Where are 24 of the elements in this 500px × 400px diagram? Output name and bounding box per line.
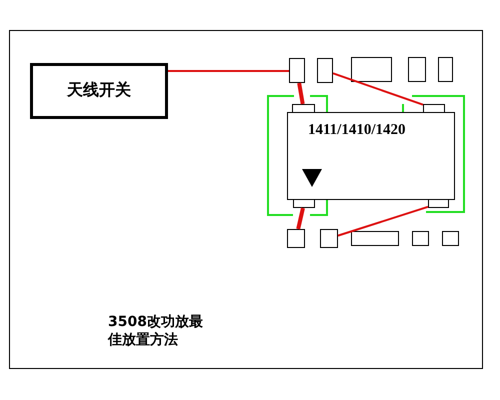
component-box	[442, 231, 459, 246]
component-box	[320, 229, 338, 248]
component-box	[289, 58, 305, 83]
connector-line	[296, 208, 305, 230]
component-box	[351, 57, 392, 82]
component-box	[408, 57, 426, 82]
connector-line	[338, 206, 428, 237]
connector-line	[168, 70, 289, 72]
chip-body	[287, 112, 455, 200]
component-box	[292, 104, 315, 113]
connector-line	[297, 82, 305, 104]
component-box	[293, 199, 315, 208]
component-box	[412, 231, 429, 246]
component-box	[351, 231, 399, 246]
chip-label: 1411/1410/1420	[308, 121, 407, 140]
component-box	[317, 58, 333, 83]
component-box	[287, 229, 305, 248]
switch-box	[30, 63, 168, 119]
component-box	[423, 104, 445, 113]
box-label: 天线开关	[66, 80, 132, 100]
caption-text: 3508改功放最佳放置方法	[108, 313, 204, 349]
connector-line	[332, 72, 424, 106]
component-box	[428, 199, 449, 208]
component-box	[438, 57, 453, 82]
